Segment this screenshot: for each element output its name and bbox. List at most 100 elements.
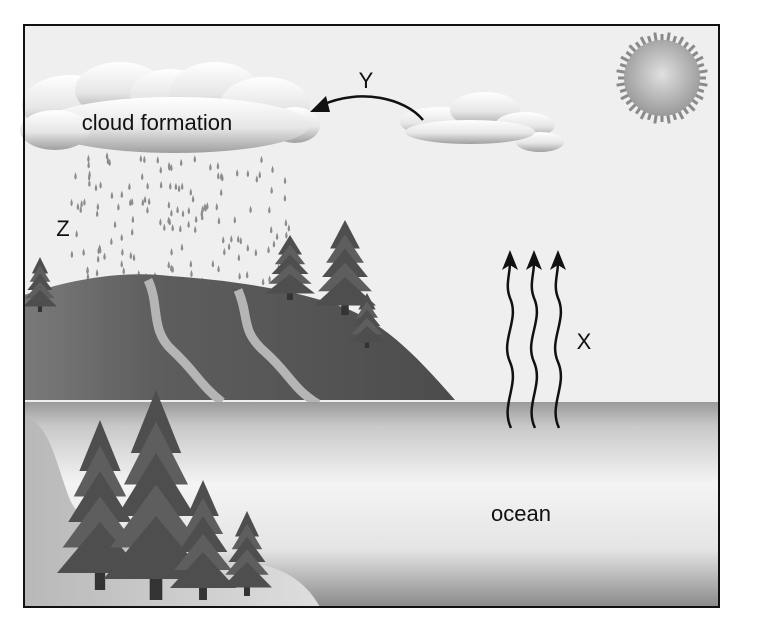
sun-ray <box>619 88 628 94</box>
raindrop <box>180 182 184 191</box>
raindrop <box>98 244 101 252</box>
sun-ray <box>616 69 626 74</box>
raindrop <box>94 183 98 192</box>
raindrop <box>121 248 124 256</box>
raindrop <box>179 224 182 233</box>
sun-ray <box>666 114 671 124</box>
raindrop <box>74 172 77 180</box>
pine-tree <box>314 220 376 315</box>
raindrop <box>130 228 134 236</box>
raindrop <box>268 275 271 283</box>
pine-tree <box>222 511 272 596</box>
raindrop <box>95 268 99 277</box>
raindrop <box>200 212 204 221</box>
sun-ray <box>682 41 690 49</box>
raindrop <box>169 182 172 190</box>
raindrop <box>287 224 291 232</box>
raindrop <box>283 176 287 185</box>
sun-icon <box>616 32 708 124</box>
sun-ray <box>646 112 652 121</box>
sun-ray <box>666 32 671 42</box>
sun-ray <box>628 44 637 53</box>
sun-ray <box>634 41 642 49</box>
stream <box>233 288 321 408</box>
raindrop <box>156 156 160 164</box>
raindrop <box>167 260 170 269</box>
sun-ray <box>691 50 699 58</box>
raindrop <box>117 203 120 211</box>
raindrop <box>86 272 90 280</box>
raindrop <box>191 194 195 203</box>
cloud-formation-label: cloud formation <box>82 110 232 135</box>
raindrop <box>245 270 249 279</box>
raindrop <box>238 272 241 280</box>
raindrop <box>189 259 193 268</box>
raindrop <box>271 165 274 174</box>
raindrop <box>189 188 193 196</box>
raindrop <box>99 181 102 189</box>
sun-ray <box>639 110 647 120</box>
raindrop <box>86 266 89 275</box>
large-cloud <box>20 62 320 153</box>
raindrop <box>82 248 85 256</box>
raindrop <box>211 259 215 268</box>
raindrop <box>221 173 224 182</box>
sun-ray <box>672 112 678 121</box>
sun-ray <box>691 98 699 106</box>
sun-ray <box>619 62 628 68</box>
sun-ray <box>687 103 696 112</box>
raindrop <box>147 197 151 206</box>
raindrop <box>181 209 185 218</box>
raindrop <box>187 220 190 229</box>
raindrop <box>230 235 233 243</box>
pine-tree <box>23 257 57 312</box>
sun-ray <box>694 93 704 101</box>
raindrop <box>88 170 91 178</box>
sun-ray <box>620 55 630 63</box>
pine-tree-icon <box>23 220 385 600</box>
raindrop <box>206 201 209 210</box>
raindrop <box>170 209 173 217</box>
sun-ray <box>620 93 630 101</box>
raindrop <box>193 225 197 234</box>
raindrop <box>255 175 259 183</box>
sun-ray <box>677 36 685 46</box>
raindrop <box>129 251 133 260</box>
raindrop <box>110 237 113 245</box>
pine-tree <box>349 293 385 348</box>
sun-ray <box>616 82 626 87</box>
raindrop <box>96 255 100 263</box>
raindrop <box>239 236 243 245</box>
raindrop <box>190 269 193 278</box>
raindrop <box>269 225 273 234</box>
raindrop <box>217 216 221 225</box>
raindrop <box>140 172 144 181</box>
curved-arrow-icon <box>310 95 424 121</box>
raindrop <box>203 203 207 211</box>
raindrop <box>120 259 123 268</box>
sun-ray <box>698 82 708 87</box>
raindrop <box>159 218 162 226</box>
raindrop <box>79 205 82 214</box>
raindrop <box>120 190 124 198</box>
raindrop <box>275 232 279 241</box>
z-label: Z <box>56 216 69 241</box>
raindrop <box>95 209 99 218</box>
hill <box>24 274 455 408</box>
raindrop <box>221 236 225 244</box>
raindrop <box>246 244 250 252</box>
raindrop <box>209 163 212 171</box>
sun-ray <box>672 35 678 44</box>
raindrop <box>122 266 125 275</box>
raindrop <box>88 179 91 187</box>
sun-ray <box>634 107 642 115</box>
sun-ray <box>682 107 690 115</box>
raindrop <box>237 253 241 262</box>
raindrop <box>70 250 74 258</box>
cloud-icon <box>20 62 564 153</box>
raindrop <box>217 265 220 273</box>
raindrop <box>167 201 171 209</box>
raindrop <box>168 163 171 171</box>
sun-ray <box>694 55 704 63</box>
